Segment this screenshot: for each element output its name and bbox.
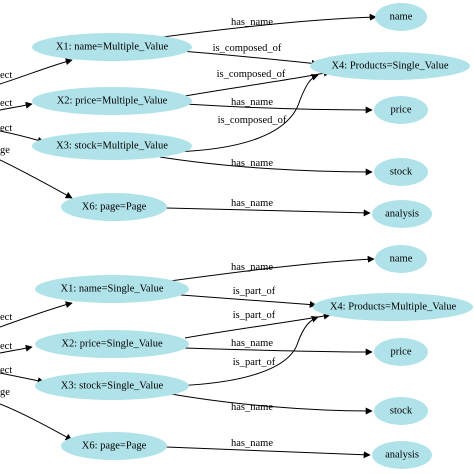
stub-label: ect <box>0 341 12 352</box>
edge-label-x2-price: has_name <box>231 97 273 108</box>
node-label: X6: page=Page <box>82 202 147 213</box>
node-price[interactable]: price <box>374 338 428 366</box>
node-label: price <box>391 347 412 358</box>
node-label: stock <box>390 167 413 178</box>
edge-x1-x4: is_part_of <box>167 286 317 308</box>
edge-x2-price: has_name <box>184 97 373 114</box>
node-name[interactable]: name <box>375 245 427 273</box>
edge-stub-top-1 <box>0 58 73 85</box>
edge-label-x6-analysis: has_name <box>231 198 273 209</box>
edge-x1-name: has_name <box>154 255 375 284</box>
stub-label: ge <box>0 387 10 398</box>
edge-label-x1-name: has_name <box>231 262 273 273</box>
edge-stub-top-2 <box>0 101 33 111</box>
node-label: name <box>390 12 413 23</box>
edge-stub-bottom-1 <box>0 301 73 328</box>
node-label: X4: Products=Multiple_Value <box>330 302 457 313</box>
stub-label: ect <box>0 98 12 109</box>
node-label: stock <box>390 406 413 417</box>
edge-label-x3-x4: is_part_of <box>233 357 276 368</box>
edge-x2-price: has_name <box>184 338 373 356</box>
node-x2[interactable]: X2: price=Multiple_Value <box>32 87 192 115</box>
stub-label: ect <box>0 365 12 376</box>
node-label: X2: price=Single_Value <box>61 339 163 350</box>
stub-label: ect <box>0 312 12 323</box>
bottom-graph: has_name is_part_of is_part_of has_name … <box>0 245 473 469</box>
node-x4[interactable]: X4: Products=Multiple_Value <box>313 293 473 321</box>
edge-x3-stock: has_name <box>159 391 373 415</box>
node-x3[interactable]: X3: stock=Single_Value <box>35 372 189 400</box>
edge-label-x2-price: has_name <box>231 338 273 349</box>
node-analysis[interactable]: analysis <box>372 441 432 469</box>
edge-x3-stock: has_name <box>159 156 373 176</box>
node-label: X3: stock=Multiple_Value <box>56 141 168 152</box>
edge-label-x3-x4: is_composed_of <box>218 115 287 126</box>
edge-label-x1-x4: is_part_of <box>233 286 276 297</box>
node-label: price <box>391 105 412 116</box>
node-x6[interactable]: X6: page=Page <box>61 193 167 221</box>
stub-label: ge <box>0 145 10 156</box>
node-label: X3: stock=Single_Value <box>61 381 164 392</box>
edge-label-x3-stock: has_name <box>231 158 273 169</box>
edge-label-x6-analysis: has_name <box>231 438 273 449</box>
node-label: analysis <box>385 209 419 220</box>
node-x1[interactable]: X1: name=Multiple_Value <box>32 33 192 61</box>
node-x1[interactable]: X1: name=Single_Value <box>35 275 189 303</box>
edge-x6-analysis: has_name <box>165 438 371 459</box>
edge-label-x1-name: has_name <box>231 17 273 28</box>
node-stock[interactable]: stock <box>374 158 428 186</box>
node-label: X6: page=Page <box>82 441 147 452</box>
edge-stub-bottom-4 <box>0 403 73 441</box>
node-label: name <box>390 254 413 265</box>
node-name[interactable]: name <box>375 3 427 31</box>
edge-stub-bottom-2 <box>0 344 33 354</box>
edge-label-x2-x4: is_composed_of <box>217 69 286 80</box>
node-label: X4: Products=Single_Value <box>331 61 448 72</box>
node-price[interactable]: price <box>374 96 428 124</box>
stub-label: ect <box>0 70 12 81</box>
node-label: X1: name=Single_Value <box>60 284 163 295</box>
edge-stub-top-4 <box>0 159 73 199</box>
node-label: X1: name=Multiple_Value <box>56 42 169 53</box>
edge-x6-analysis: has_name <box>165 198 371 217</box>
top-graph: has_name is_composed_of is_composed_of h… <box>0 3 470 228</box>
edge-x3-x4: is_composed_of <box>171 73 319 153</box>
node-x3[interactable]: X3: stock=Multiple_Value <box>32 132 192 160</box>
edge-x1-name: has_name <box>154 13 377 39</box>
node-label: analysis <box>385 450 419 461</box>
node-x6[interactable]: X6: page=Page <box>61 432 167 460</box>
edge-label-x2-x4: is_part_of <box>233 310 276 321</box>
node-analysis[interactable]: analysis <box>372 200 432 228</box>
edge-label-x3-stock: has_name <box>231 402 273 413</box>
node-label: X2: price=Multiple_Value <box>57 96 168 107</box>
edge-x3-x4: is_part_of <box>169 315 319 387</box>
node-x2[interactable]: X2: price=Single_Value <box>35 330 189 358</box>
node-stock[interactable]: stock <box>374 397 428 425</box>
edge-label-x1-x4: is_composed_of <box>213 43 282 54</box>
node-x4[interactable]: X4: Products=Single_Value <box>310 52 470 80</box>
stub-label: ect <box>0 123 12 134</box>
